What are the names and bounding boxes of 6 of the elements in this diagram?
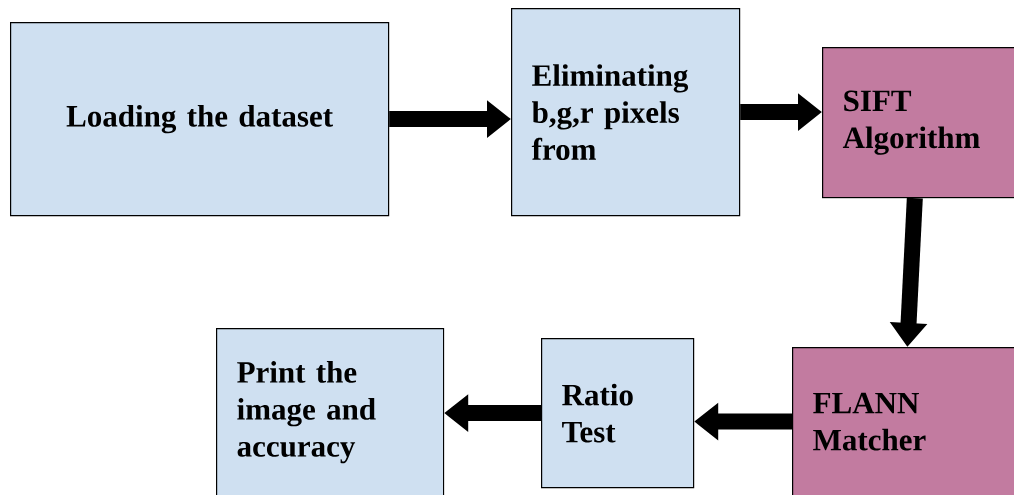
process-box: SIFT Algorithm bbox=[822, 47, 1014, 199]
process-box: FLANN Matcher bbox=[792, 347, 1014, 495]
process-box: Ratio Test bbox=[541, 338, 695, 489]
process-box: Print the image and accuracy bbox=[216, 328, 445, 495]
process-box: Eliminating b,g,r pixels from bbox=[511, 8, 741, 217]
process-box: Loading the dataset bbox=[10, 22, 390, 217]
